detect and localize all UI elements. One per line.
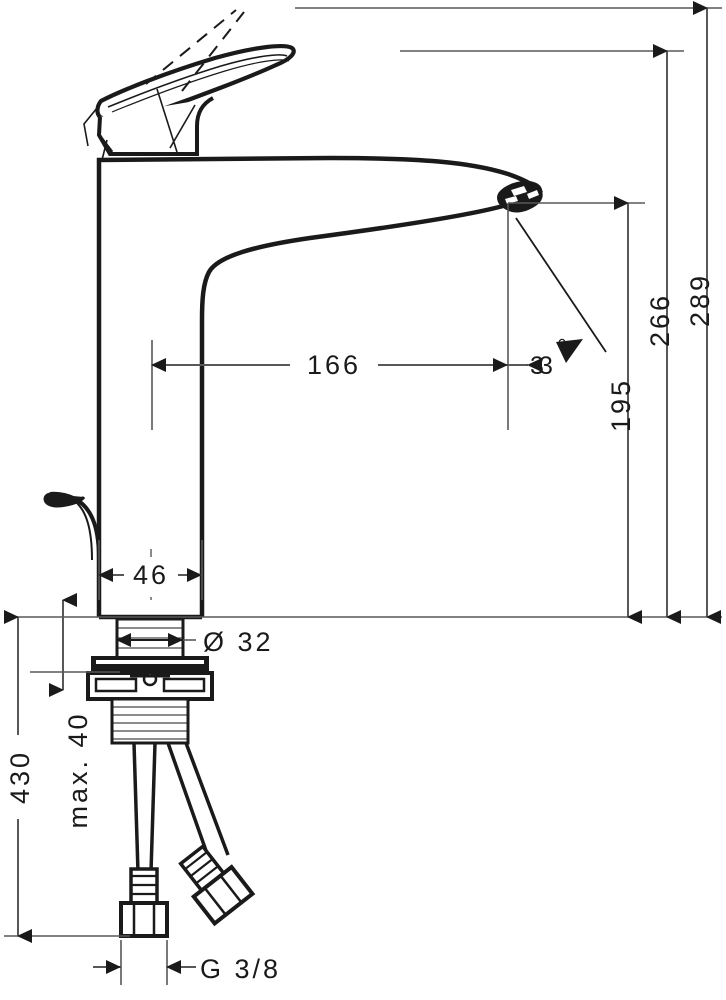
dimension-195: 195 (606, 196, 642, 624)
dimension-thread: G 3/8 (93, 954, 281, 984)
dimension-289-label: 289 (685, 273, 715, 327)
dimension-thread-label: G 3/8 (200, 954, 281, 984)
dimension-3-label: 3 (530, 352, 546, 380)
faucet-outline (43, 9, 543, 938)
dimension-266-label: 266 (645, 293, 675, 347)
dimension-angle-3deg: 3 ° (515, 217, 607, 380)
handle-pivot-marks (83, 88, 196, 161)
angle-leader-line (515, 217, 607, 353)
dimension-diameter-32-label: Ø 32 (203, 627, 274, 657)
dimension-46: 46 (98, 549, 202, 600)
dimension-46-label: 46 (133, 560, 169, 590)
angle-arrowhead (556, 339, 583, 363)
dimension-266: 266 (645, 44, 681, 624)
aerator-outlet (497, 180, 543, 213)
dimension-430-label: 430 (5, 750, 35, 804)
dimension-3-offset: 3 (508, 352, 546, 380)
dimension-diameter-32: Ø 32 (116, 627, 274, 657)
hose-fitting-right (178, 843, 256, 927)
fixing-assembly (86, 656, 214, 745)
dimension-max-40: max. 40 (49, 593, 93, 829)
dimension-max-40-label: max. 40 (63, 711, 93, 828)
handle-range-leaders (145, 9, 245, 92)
supply-hoses (132, 742, 230, 873)
dimension-angle-label: 3 (539, 352, 555, 380)
hose-fitting-left (119, 867, 169, 938)
dimension-195-label: 195 (606, 378, 636, 432)
dimension-degree-symbol: ° (557, 335, 567, 362)
dimension-289: 289 (685, 1, 721, 624)
dimension-166-label: 166 (307, 350, 361, 380)
dimension-430: 430 (2, 610, 35, 943)
lift-rod-hook (43, 491, 101, 561)
body-and-spout (96, 155, 543, 620)
dimension-166: 166 (151, 350, 508, 380)
